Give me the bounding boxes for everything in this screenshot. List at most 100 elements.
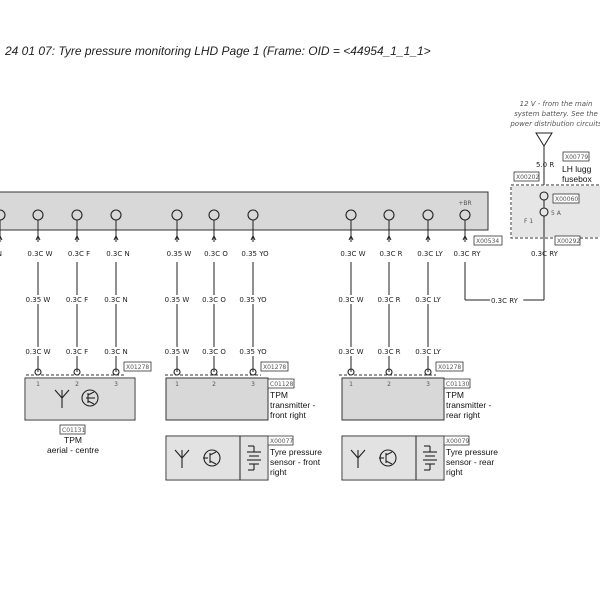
sensor-front-label-2: sensor - front	[270, 457, 321, 467]
module-pin-number: 3	[114, 381, 118, 388]
supply-fuse-ref: X00779	[565, 154, 588, 161]
tpm-control-module	[0, 191, 489, 231]
module-pin-number: 1	[175, 381, 179, 388]
pin-arrow-icon	[425, 234, 431, 241]
pin-arrow-icon	[74, 234, 80, 241]
wire-label-bg	[102, 347, 130, 356]
wire-low-label: 0.35 YO	[239, 348, 267, 356]
fuse-id: F 1	[524, 218, 533, 225]
transmitter-front-label-1: TPM	[270, 390, 288, 400]
wire-label-bg	[337, 347, 365, 356]
wire-label-bg	[414, 347, 442, 356]
wire-low-label: 0.3C W	[338, 348, 363, 356]
page-title: 24 01 07: Tyre pressure monitoring LHD P…	[4, 44, 431, 58]
connector-ref-box	[260, 361, 289, 372]
module-connector-ref: X01278	[263, 364, 286, 371]
pin-arrow-icon	[386, 234, 392, 241]
connector-ref-box	[435, 361, 464, 372]
supply-note-line-3: power distribution circuits	[509, 120, 600, 128]
supply-wire-label: 5.0 R	[536, 161, 554, 169]
wire-mid-label: 0.3C O	[202, 296, 226, 304]
luggage-fusebox-label-2: fusebox	[562, 174, 593, 184]
pin-wire-label: 0.3C O	[204, 250, 228, 258]
wire-label-bg	[63, 347, 91, 356]
connector-ref-box	[123, 361, 152, 372]
sensor-rear-label-2: sensor - rear	[446, 457, 494, 467]
module-pin-number: 2	[387, 381, 391, 388]
aerial-centre-label-2: aerial - centre	[47, 445, 99, 455]
antenna-icon	[174, 449, 190, 468]
pin-socket-icon	[424, 368, 432, 376]
transistor-icon	[379, 449, 397, 467]
wire-mid-label: 0.3C LY	[415, 296, 441, 304]
sensor-front-label-1: Tyre pressure	[270, 447, 322, 457]
module-pin-number: 3	[426, 381, 430, 388]
module-wires: 0.35 W0.3C W0.3C F0.3C F0.3C N0.3C N0.35…	[24, 262, 466, 372]
battery-ground-icon	[535, 132, 553, 150]
pin-label: +BR	[458, 200, 471, 207]
wire-label-bg	[375, 347, 403, 356]
supply-note-line-2: system battery. See the	[514, 110, 598, 118]
aerial-centre-label-1: TPM	[64, 435, 82, 445]
pin-arrow-icon	[35, 234, 41, 241]
wire-low-label: 0.3C F	[66, 348, 88, 356]
wire-low-label: 0.3C LY	[415, 348, 441, 356]
luggage-fusebox-label-1: LH lugg	[562, 164, 592, 174]
tpm-transmitter-front-right	[165, 377, 269, 421]
transmitter-front-id: C01128	[270, 381, 293, 388]
wire-mid-label: 0.3C F	[66, 296, 88, 304]
wire-label-bg	[24, 347, 52, 356]
wire-label-bg	[414, 295, 442, 304]
antenna-icon	[54, 389, 70, 408]
battery-icon	[423, 445, 437, 471]
transistor-icon	[81, 389, 99, 407]
supply-note-line-1: 12 V - from the main	[520, 100, 593, 108]
tpm-aerial-centre	[24, 377, 136, 421]
pin-socket-icon	[210, 368, 218, 376]
tyre-pressure-sensor-rear-right	[341, 435, 445, 481]
wire-label-bg	[239, 347, 267, 356]
module-pins: ON0.3C W0.3C F0.3C N0.35 W0.3C O0.35 YO0…	[0, 200, 481, 258]
wire-mid-label: 0.35 W	[26, 296, 51, 304]
wire-low-label: 0.3C R	[377, 348, 400, 356]
sensor-rear-label-3: right	[446, 467, 463, 477]
wire-mid-label: 0.3C N	[104, 296, 127, 304]
fuse-rating: 5 A	[551, 210, 562, 217]
sensor-front-label-3: right	[270, 467, 287, 477]
bus-wire-label: 0.3C RY	[491, 297, 519, 305]
tyre-pressure-sensor-front-right	[165, 435, 269, 481]
pin-wire-label: ON	[0, 250, 2, 258]
module-connector-ref: X01278	[438, 364, 461, 371]
pin-arrow-icon	[462, 234, 468, 241]
wire-label-bg	[163, 347, 191, 356]
sensor-rear-label-1: Tyre pressure	[446, 447, 498, 457]
module-pin-number: 2	[212, 381, 216, 388]
wire-label-bg	[63, 295, 91, 304]
sensor-front-id: X00077	[270, 438, 293, 445]
pin-wire-label: 0.3C N	[106, 250, 129, 258]
wire-low-label: 0.3C W	[25, 348, 50, 356]
pin-wire-label: 0.3C RY	[454, 250, 482, 258]
wire-label-bg	[200, 295, 228, 304]
pin-wire-label: 0.3C W	[27, 250, 52, 258]
wire-label-bg	[375, 295, 403, 304]
module-connector-ref: X01278	[126, 364, 149, 371]
wire-label-bg	[239, 295, 267, 304]
fusebox-output-wire: 0.3C RY	[531, 250, 559, 258]
aerial-centre-id: C01131	[62, 427, 85, 434]
transistor-icon	[203, 449, 221, 467]
wire-label-bg	[24, 295, 52, 304]
wire-low-label: 0.3C O	[202, 348, 226, 356]
fusebox-connector-upper: X00202	[516, 174, 539, 181]
wire-low-label: 0.35 W	[165, 348, 190, 356]
wire-label-bg	[163, 295, 191, 304]
pin-arrow-icon	[250, 234, 256, 241]
wire-label-bg	[337, 295, 365, 304]
module-pin-number: 1	[36, 381, 40, 388]
pin-arrow-icon	[348, 234, 354, 241]
battery-icon	[247, 445, 261, 471]
wire-mid-label: 0.3C W	[338, 296, 363, 304]
transmitter-rear-label-3: rear right	[446, 410, 481, 420]
